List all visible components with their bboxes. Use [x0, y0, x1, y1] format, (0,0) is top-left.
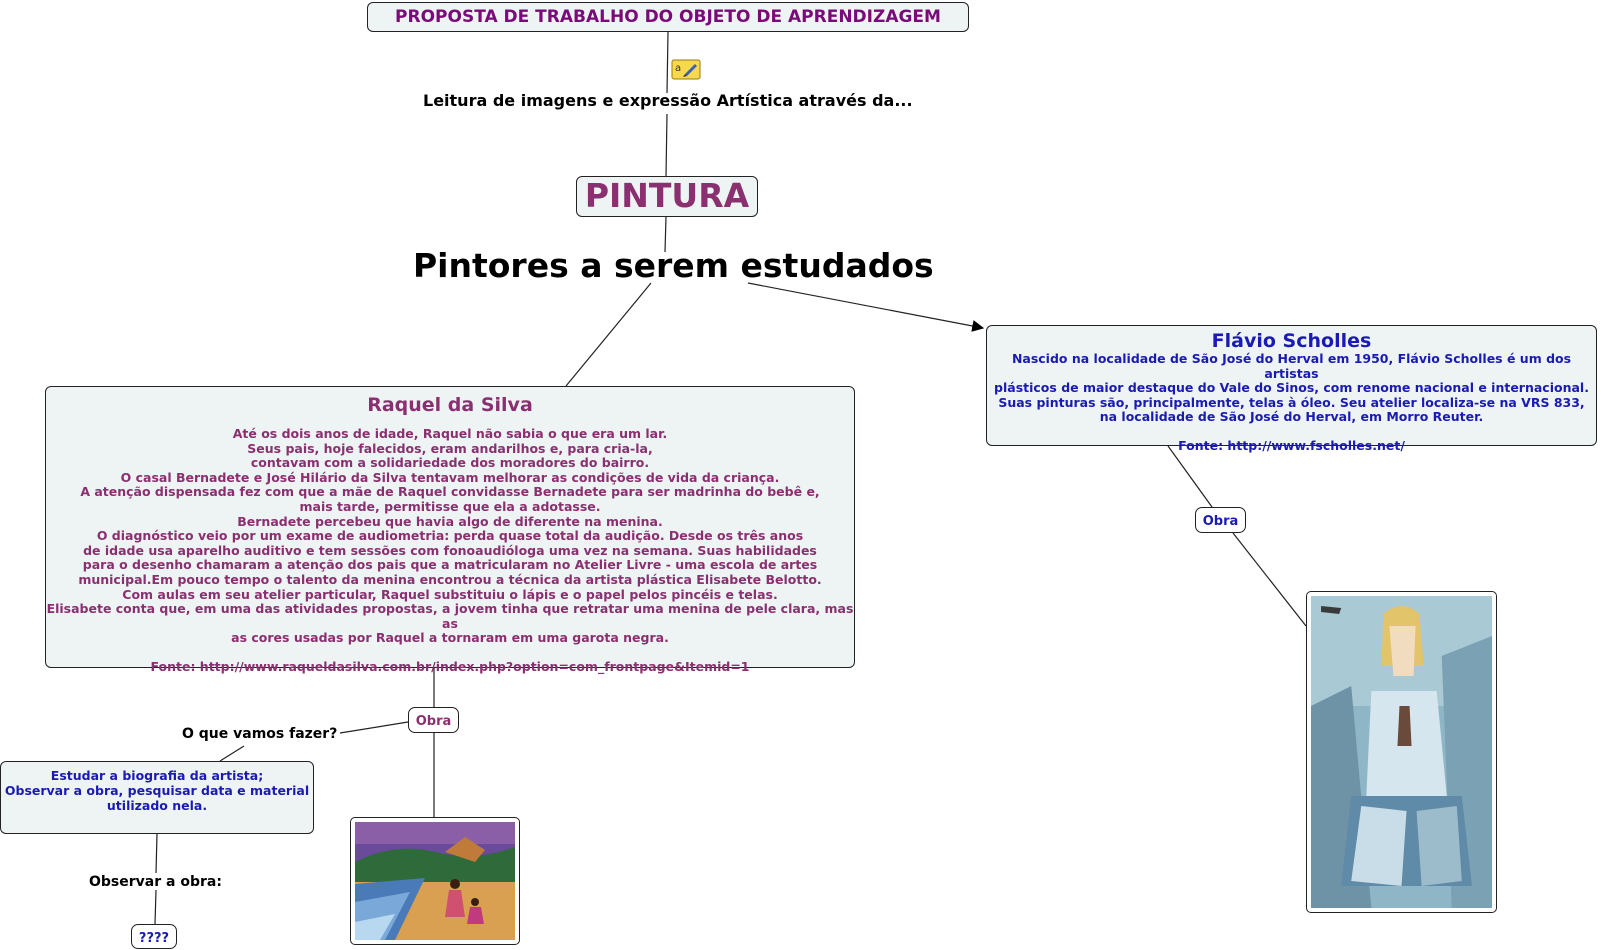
link-flavio-obra — [1168, 446, 1212, 507]
painters-label[interactable]: Pintores a serem estudados — [413, 246, 934, 285]
study-text: Estudar a biografia da artista; Observar… — [1, 768, 313, 813]
link-painters-flavio — [748, 283, 983, 328]
link-obra-painting2 — [1233, 533, 1306, 626]
flavio-bio: Nascido na localidade de São José do Her… — [987, 352, 1596, 425]
link-study-observe — [156, 834, 157, 873]
proposal-title: PROPOSTA DE TRABALHO DO OBJETO DE APREND… — [395, 7, 941, 27]
todo-label[interactable]: O que vamos fazer? — [182, 726, 337, 742]
flavio-title: Flávio Scholles — [987, 330, 1596, 352]
unknown-node[interactable]: ???? — [131, 924, 177, 949]
flavio-obra-label: Obra — [1203, 514, 1239, 529]
raquel-bio: Até os dois anos de idade, Raquel não sa… — [46, 427, 854, 646]
flavio-source: Fonte: http://www.fscholles.net/ — [987, 439, 1596, 454]
raquel-source: Fonte: http://www.raqueldasilva.com.br/i… — [46, 660, 854, 675]
link-proposal-reading — [667, 32, 668, 93]
link-todo-study — [220, 746, 244, 761]
raquel-obra-node[interactable]: Obra — [408, 707, 459, 733]
svg-text:a: a — [675, 63, 681, 74]
raquel-title: Raquel da Silva — [46, 393, 854, 417]
flavio-node[interactable]: Flávio Scholles Nascido na localidade de… — [986, 325, 1597, 446]
flavio-obra-node[interactable]: Obra — [1195, 507, 1246, 533]
raquel-obra-label: Obra — [416, 714, 452, 729]
raquel-node[interactable]: Raquel da Silva Até os dois anos de idad… — [45, 386, 855, 668]
unknown-label: ???? — [139, 931, 169, 946]
link-obra-todo — [340, 722, 408, 733]
pintura-node[interactable]: PINTURA — [576, 176, 758, 217]
link-reading-pintura — [666, 114, 667, 176]
study-node[interactable]: Estudar a biografia da artista; Observar… — [0, 761, 314, 834]
flavio-painting-image[interactable] — [1306, 591, 1497, 913]
observe-label[interactable]: Observar a obra: — [89, 874, 222, 890]
pintura-title: PINTURA — [585, 176, 749, 215]
raquel-painting-image[interactable] — [350, 817, 520, 945]
note-icon[interactable]: a — [671, 59, 701, 80]
proposal-node[interactable]: PROPOSTA DE TRABALHO DO OBJETO DE APREND… — [367, 2, 969, 32]
reading-label[interactable]: Leitura de imagens e expressão Artística… — [423, 91, 913, 110]
link-observe-unknown — [155, 890, 156, 924]
link-painters-raquel — [566, 283, 651, 386]
